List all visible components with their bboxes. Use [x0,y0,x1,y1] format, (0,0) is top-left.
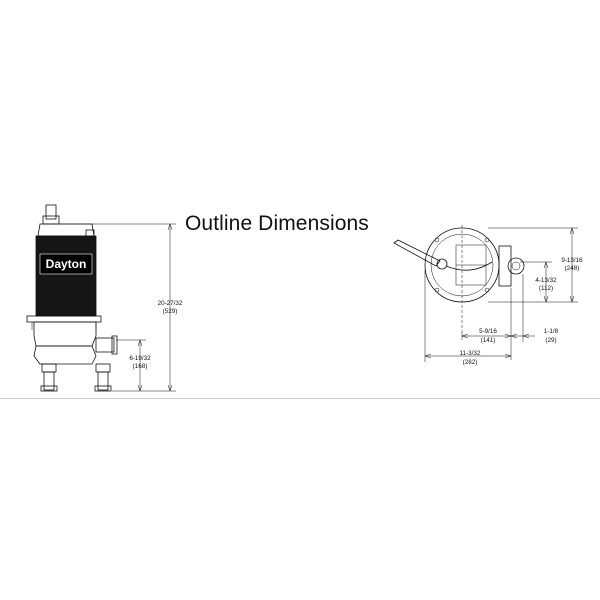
overall-width-mm: (282) [463,359,478,366]
discharge-offset-label: 4-13/32 [535,277,557,284]
foot-left [40,385,58,392]
center-to-flange-mm: (141) [481,337,496,344]
leg-right-collar [95,363,111,373]
dimension-overall-width: 11-3/32 (282) [424,270,512,366]
flange-width-label: 1-1/8 [544,328,559,335]
flange-width-mm: (29) [545,337,556,344]
leg-left [43,371,55,391]
discharge-port [498,245,512,287]
dimension-base-height: 6-19/32 (168) [116,339,151,392]
handle-curve [445,261,493,271]
pump-top-view [393,225,525,332]
brand-text: Dayton [46,257,87,271]
leg-left-collar [41,363,57,373]
power-cord [393,239,441,267]
dimension-flange-width: 1-1/8 (29) [510,274,559,344]
base-height-mm: (168) [133,363,148,370]
cord-fitting [45,204,57,220]
diagram-title: Outline Dimensions [185,212,369,235]
foot-right [94,385,112,392]
cord-entry [436,258,448,270]
ground-rule [0,398,600,399]
pump-base-body [33,345,97,365]
discharge-offset-mm: (112) [539,285,553,292]
discharge-opening [511,261,521,271]
depth-mm: (248) [565,265,580,272]
center-to-flange-label: 5-9/16 [479,328,497,335]
leg-right [97,371,109,391]
motor-housing [35,235,97,317]
discharge-flange-top [507,257,525,275]
overall-height-mm: (529) [163,308,178,315]
volute-housing [33,321,97,347]
discharge-flange [111,335,118,355]
motor-cap [37,223,95,237]
brand-label [39,253,93,275]
pump-side-view: Dayton [26,204,118,392]
overall-height-label: 20-27/32 [158,300,183,307]
dimension-center-to-flange: 5-9/16 (141) [461,288,512,360]
overall-width-label: 11-3/32 [460,350,481,357]
dimension-depth: 9-13/16 (248) [488,227,583,303]
cord-fitting-nut [42,215,60,225]
depth-label: 9-13/16 [561,257,583,264]
discharge-nub [95,337,115,353]
dimension-discharge-offset: 4-13/32 (112) [520,261,557,303]
base-height-label: 6-19/32 [129,355,151,362]
dimension-overall-height: 20-27/32 (529) [60,223,183,392]
motor-flange [26,315,102,323]
